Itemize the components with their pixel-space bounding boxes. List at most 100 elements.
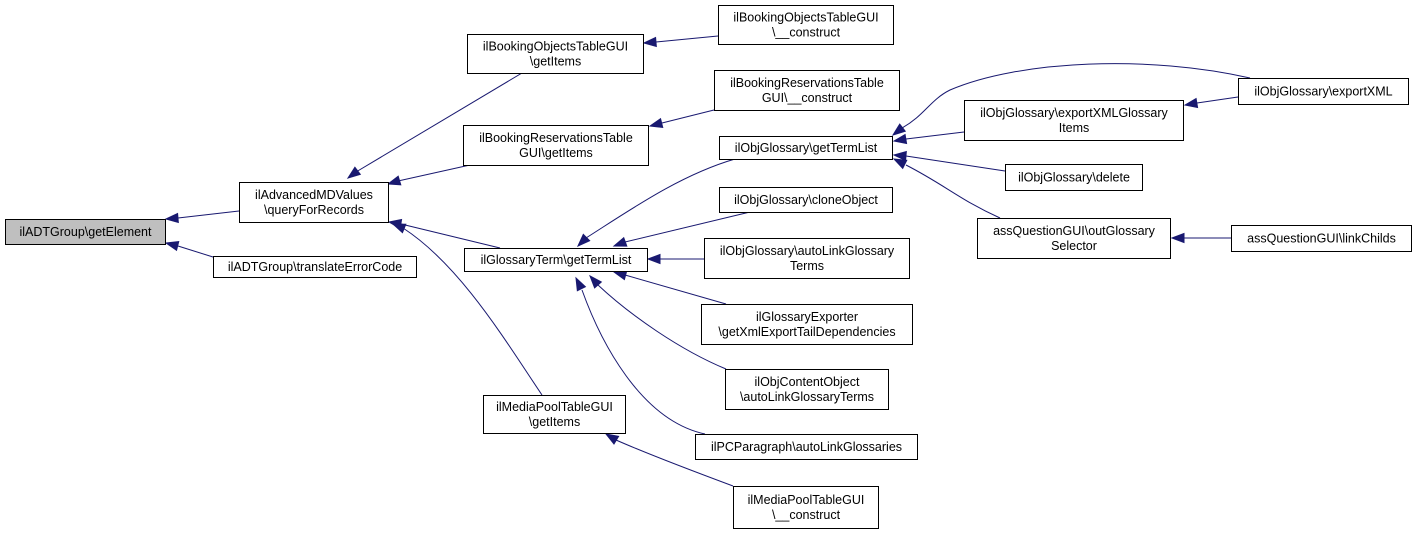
edges-layer bbox=[164, 35, 1251, 487]
caller-function-node[interactable]: ilBookingObjectsTableGUI\getItems bbox=[467, 34, 644, 74]
arrowhead-icon bbox=[612, 236, 628, 247]
node-box bbox=[977, 218, 1171, 259]
node-box bbox=[483, 395, 626, 434]
node-label: \getItems bbox=[530, 55, 581, 69]
arrowhead-icon bbox=[575, 276, 587, 292]
call-edge-n4-to-n1 bbox=[386, 164, 471, 186]
node-label: \getXmlExportTailDependencies bbox=[718, 325, 895, 339]
caller-function-node[interactable]: ilADTGroup\translateErrorCode bbox=[213, 256, 417, 278]
node-box bbox=[239, 182, 389, 223]
node-label: assQuestionGUI\outGlossary bbox=[993, 224, 1156, 238]
edge-line bbox=[177, 245, 214, 258]
caller-function-node[interactable]: ilPCParagraph\autoLinkGlossaries bbox=[695, 434, 918, 460]
node-label: \autoLinkGlossaryTerms bbox=[740, 390, 874, 404]
caller-function-node[interactable]: ilMediaPoolTableGUI\getItems bbox=[483, 395, 626, 434]
edge-line bbox=[355, 72, 523, 173]
call-edge-n1-to-n0 bbox=[164, 210, 240, 224]
node-label: \queryForRecords bbox=[264, 203, 364, 217]
node-label: ilObjGlossary\cloneObject bbox=[734, 193, 878, 207]
node-label: \__construct bbox=[772, 508, 841, 522]
edge-line bbox=[624, 211, 751, 243]
node-box bbox=[463, 125, 649, 166]
call-edge-n19-to-n16 bbox=[1183, 96, 1239, 109]
caller-function-node[interactable]: ilBookingObjectsTableGUI\__construct bbox=[718, 5, 894, 45]
call-edge-n6-to-n1 bbox=[391, 223, 543, 396]
call-edge-n20-to-n18 bbox=[1170, 232, 1231, 244]
edge-line bbox=[581, 289, 706, 435]
node-box bbox=[719, 136, 893, 160]
arrowhead-icon bbox=[589, 274, 603, 289]
arrowhead-icon bbox=[892, 133, 908, 145]
arrowhead-icon bbox=[576, 233, 591, 248]
caller-function-node[interactable]: ilObjContentObject\autoLinkGlossaryTerms bbox=[725, 369, 889, 410]
call-edge-n7-to-n3 bbox=[642, 35, 719, 48]
node-label: GUI\getItems bbox=[519, 146, 593, 160]
call-edge-n3-to-n1 bbox=[346, 72, 523, 179]
node-box bbox=[964, 100, 1184, 141]
node-label: ilMediaPoolTableGUI bbox=[748, 493, 865, 507]
node-box bbox=[718, 5, 894, 45]
caller-function-node[interactable]: assQuestionGUI\linkChilds bbox=[1231, 225, 1412, 252]
node-box bbox=[695, 434, 918, 460]
caller-function-node[interactable]: ilObjGlossary\autoLinkGlossaryTerms bbox=[704, 238, 910, 279]
call-edge-n15-to-n6 bbox=[604, 433, 734, 487]
node-label: ilBookingObjectsTableGUI bbox=[733, 11, 878, 25]
node-label: \__construct bbox=[772, 26, 841, 40]
arrowhead-icon bbox=[164, 212, 179, 224]
node-box bbox=[714, 70, 900, 111]
edge-line bbox=[402, 227, 543, 396]
arrowhead-icon bbox=[391, 223, 407, 234]
arrowhead-icon bbox=[346, 166, 362, 179]
node-label: ilObjGlossary\getTermList bbox=[735, 141, 878, 155]
edge-line bbox=[397, 164, 471, 182]
call-edge-n17-to-n9 bbox=[892, 150, 1006, 172]
node-label: ilGlossaryExporter bbox=[756, 310, 858, 324]
node-label: Terms bbox=[790, 259, 824, 273]
node-box bbox=[725, 369, 889, 410]
caller-function-node[interactable]: ilObjGlossary\getTermList bbox=[719, 136, 893, 160]
node-label: ilObjContentObject bbox=[755, 375, 860, 389]
arrowhead-icon bbox=[648, 117, 664, 129]
arrowhead-icon bbox=[646, 253, 661, 265]
arrowhead-icon bbox=[386, 175, 402, 186]
edge-line bbox=[585, 158, 736, 239]
edge-line bbox=[655, 35, 719, 43]
edge-line bbox=[597, 284, 727, 370]
edge-line bbox=[661, 109, 715, 124]
call-edge-n2-to-n0 bbox=[164, 240, 214, 258]
arrowhead-icon bbox=[164, 240, 180, 252]
caller-function-node[interactable]: ilBookingReservationsTableGUI\__construc… bbox=[714, 70, 900, 111]
caller-function-node[interactable]: ilGlossaryTerm\getTermList bbox=[464, 248, 648, 272]
caller-function-node[interactable]: ilMediaPoolTableGUI\__construct bbox=[733, 486, 879, 529]
edge-line bbox=[905, 131, 965, 140]
edge-line bbox=[615, 439, 734, 487]
node-box bbox=[213, 256, 417, 278]
node-label: ilPCParagraph\autoLinkGlossaries bbox=[711, 440, 902, 454]
caller-function-node[interactable]: ilObjGlossary\cloneObject bbox=[719, 187, 893, 213]
node-box bbox=[464, 248, 648, 272]
caller-function-node[interactable]: ilGlossaryExporter\getXmlExportTailDepen… bbox=[701, 304, 913, 345]
node-label: ilADTGroup\translateErrorCode bbox=[228, 260, 402, 274]
node-label: ilMediaPoolTableGUI bbox=[496, 400, 613, 414]
node-label: ilAdvancedMDValues bbox=[255, 188, 373, 202]
node-label: ilObjGlossary\autoLinkGlossary bbox=[720, 244, 895, 258]
caller-function-node[interactable]: ilObjGlossary\exportXML bbox=[1238, 78, 1409, 105]
call-edge-n14-to-n5 bbox=[575, 276, 706, 435]
call-edge-n10-to-n5 bbox=[612, 211, 751, 247]
arrowhead-icon bbox=[1170, 232, 1185, 244]
edge-line bbox=[400, 223, 501, 249]
node-label: ilObjGlossary\exportXML bbox=[1254, 85, 1392, 99]
caller-function-node[interactable]: ilAdvancedMDValues\queryForRecords bbox=[239, 182, 389, 223]
arrowhead-icon bbox=[891, 123, 907, 136]
caller-function-node[interactable]: ilObjGlossary\delete bbox=[1005, 164, 1143, 191]
root-function-node[interactable]: ilADTGroup\getElement bbox=[5, 219, 166, 245]
node-label: ilBookingReservationsTable bbox=[730, 76, 884, 90]
node-box bbox=[701, 304, 913, 345]
node-box bbox=[704, 238, 910, 279]
node-label: assQuestionGUI\linkChilds bbox=[1247, 232, 1396, 246]
node-box bbox=[1231, 225, 1412, 252]
